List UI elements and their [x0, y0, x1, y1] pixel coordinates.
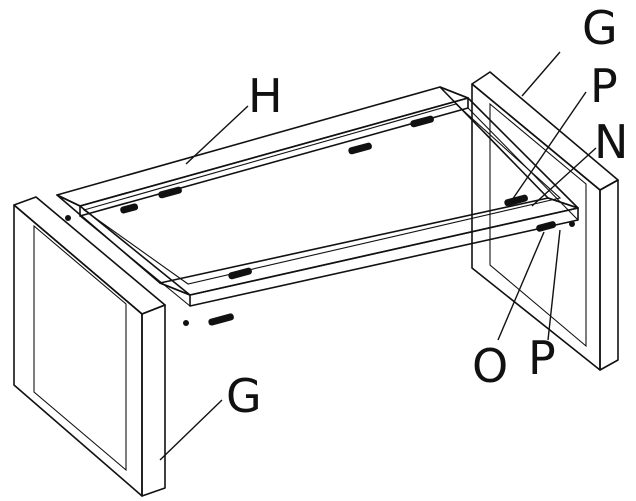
label-g-top: G [582, 1, 618, 55]
bracket-hole-left [183, 320, 189, 326]
label-n-right: N [594, 115, 628, 169]
bolt-right-upper [410, 115, 434, 128]
bolt-left-upper-a [120, 203, 139, 214]
bolt-right-lower [536, 221, 557, 232]
label-h-top: H [248, 69, 283, 123]
bracket-hole-right [569, 221, 575, 227]
bolt-left-lower-a [228, 267, 252, 280]
label-p-top: P [590, 59, 618, 113]
leader-lines [159, 51, 597, 461]
bolt-right-mid [504, 194, 528, 207]
top-rail-frame [56, 86, 579, 307]
label-g-bottom: G [226, 369, 262, 423]
label-o-bottom: O [472, 339, 508, 393]
bolt-left-upper-b [158, 186, 182, 199]
left-leg-frame [13, 196, 166, 497]
bracket-hole-back-left [65, 215, 71, 221]
label-p-bottom: P [528, 331, 556, 385]
bolt-center-upper [348, 142, 372, 155]
fasteners [65, 115, 575, 326]
bolt-left-lower-b [208, 313, 234, 326]
